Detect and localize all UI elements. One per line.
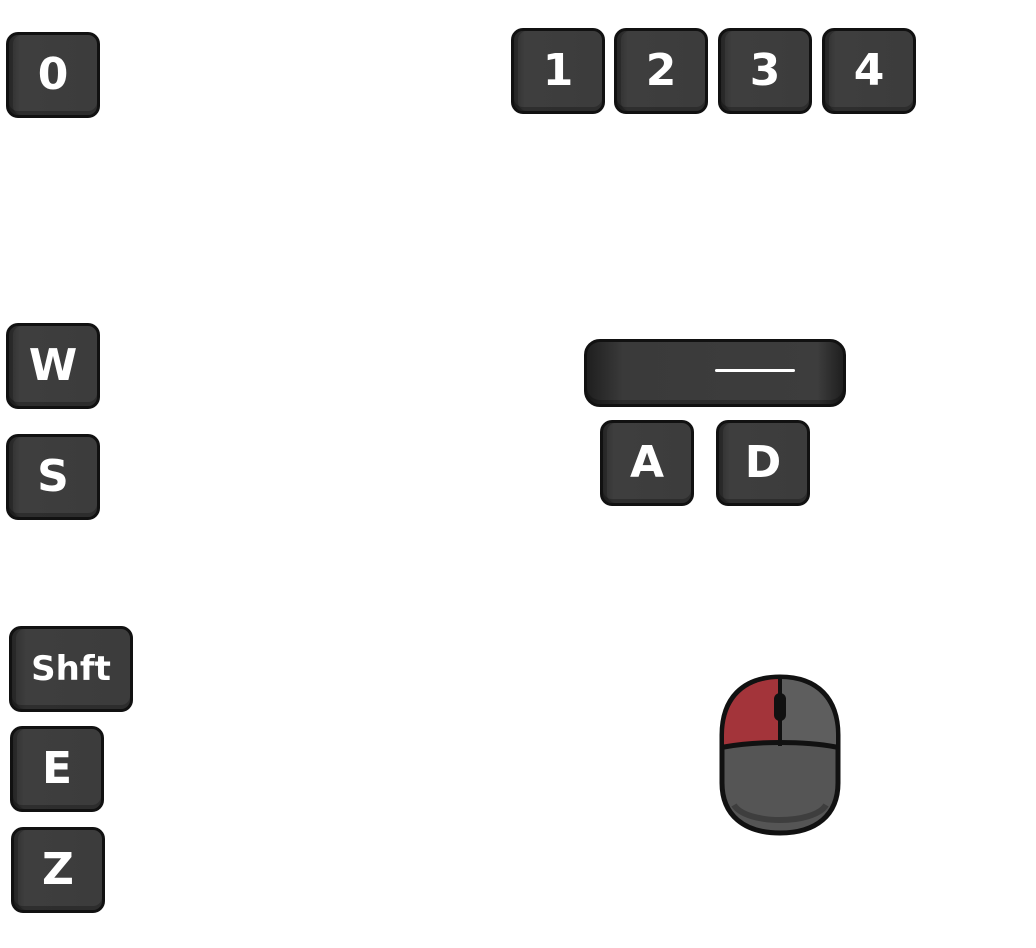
key-a: A: [600, 420, 694, 506]
key-w: W: [6, 323, 100, 409]
mouse-svg: [719, 674, 841, 836]
key-shift: Shft: [9, 626, 133, 712]
mouse-left-click-icon: [716, 673, 844, 839]
key-0-label: 0: [37, 49, 69, 100]
key-d-label: D: [744, 437, 782, 488]
spacebar-icon: [584, 339, 846, 407]
mouse-left-button: [724, 679, 780, 745]
spacebar-line: [715, 369, 795, 372]
key-3: 3: [718, 28, 812, 114]
mouse-bottom-shade: [731, 803, 829, 823]
mouse-scroll-wheel: [774, 693, 786, 721]
key-s: S: [6, 434, 100, 520]
key-3-label: 3: [749, 45, 781, 96]
key-z: Z: [11, 827, 105, 913]
key-2-label: 2: [645, 45, 677, 96]
key-s-label: S: [37, 451, 69, 502]
key-2: 2: [614, 28, 708, 114]
key-4-label: 4: [853, 45, 885, 96]
key-d: D: [716, 420, 810, 506]
key-z-label: Z: [42, 844, 74, 895]
key-0: 0: [6, 32, 100, 118]
key-a-label: A: [629, 437, 665, 488]
key-4: 4: [822, 28, 916, 114]
mouse-right-button: [780, 679, 836, 745]
key-e-label: E: [41, 743, 73, 794]
key-1: 1: [511, 28, 605, 114]
key-w-label: W: [28, 340, 78, 391]
key-shift-label: Shft: [31, 649, 111, 689]
key-e: E: [10, 726, 104, 812]
key-1-label: 1: [542, 45, 574, 96]
